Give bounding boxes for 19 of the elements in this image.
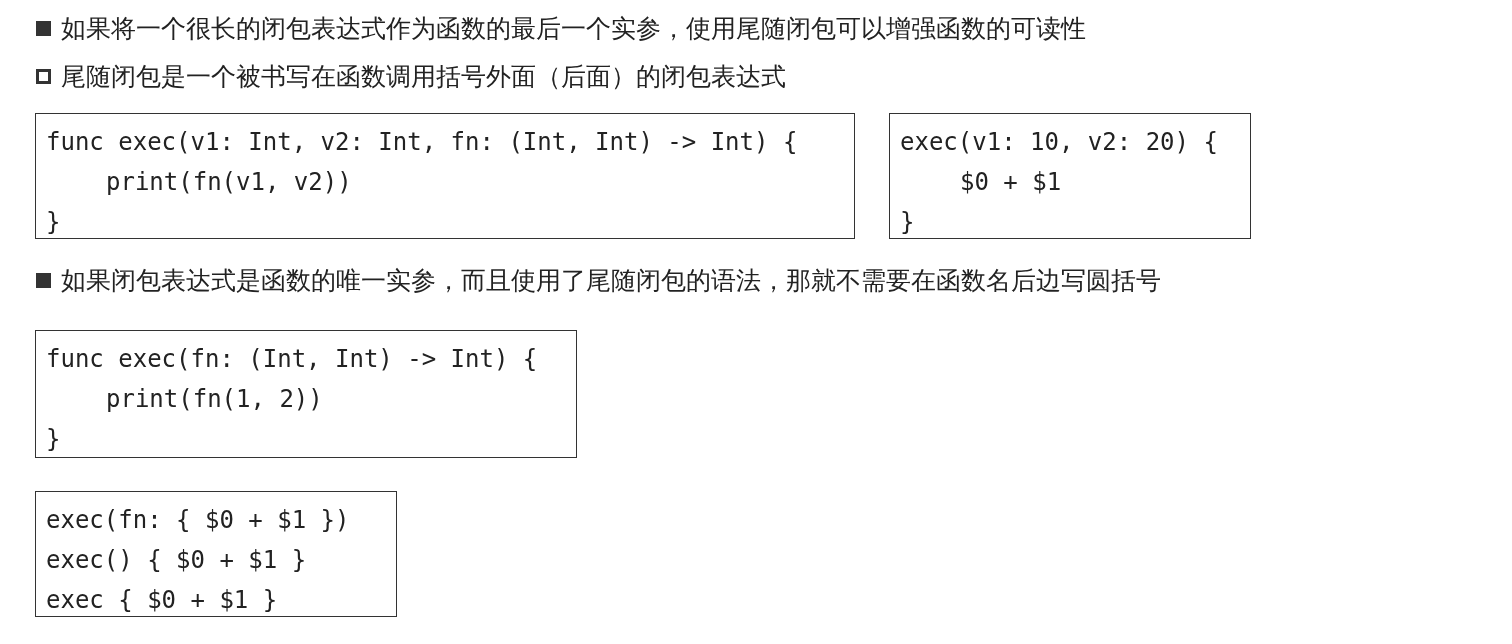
code-line: func exec(fn: (Int, Int) -> Int) { — [46, 344, 538, 375]
code-line: exec(fn: { $0 + $1 }) — [46, 505, 350, 536]
code-line: exec() { $0 + $1 } — [46, 545, 307, 576]
bullet-text: 尾随闭包是一个被书写在函数调用括号外面（后面）的闭包表达式 — [61, 61, 786, 93]
code-line: $0 + $1 — [960, 167, 1062, 198]
bullet-text: 如果闭包表达式是函数的唯一实参，而且使用了尾随闭包的语法，那就不需要在函数名后边写圆括号 — [61, 265, 1161, 297]
code-box — [35, 113, 855, 239]
code-line: print(fn(v1, v2)) — [106, 167, 352, 198]
code-line: } — [900, 207, 915, 238]
code-line: } — [46, 424, 61, 455]
code-line: exec(v1: 10, v2: 20) { — [900, 127, 1218, 158]
code-line: print(fn(1, 2)) — [106, 384, 323, 415]
code-box — [889, 113, 1251, 239]
code-line: func exec(v1: Int, v2: Int, fn: (Int, Int) -> Int) { — [46, 127, 798, 158]
bullet-text: 如果将一个很长的闭包表达式作为函数的最后一个实参，使用尾随闭包可以增强函数的可读性 — [61, 13, 1086, 45]
code-box — [35, 491, 397, 617]
code-box — [35, 330, 577, 458]
code-line: exec { $0 + $1 } — [46, 585, 278, 616]
code-line: } — [46, 207, 61, 238]
